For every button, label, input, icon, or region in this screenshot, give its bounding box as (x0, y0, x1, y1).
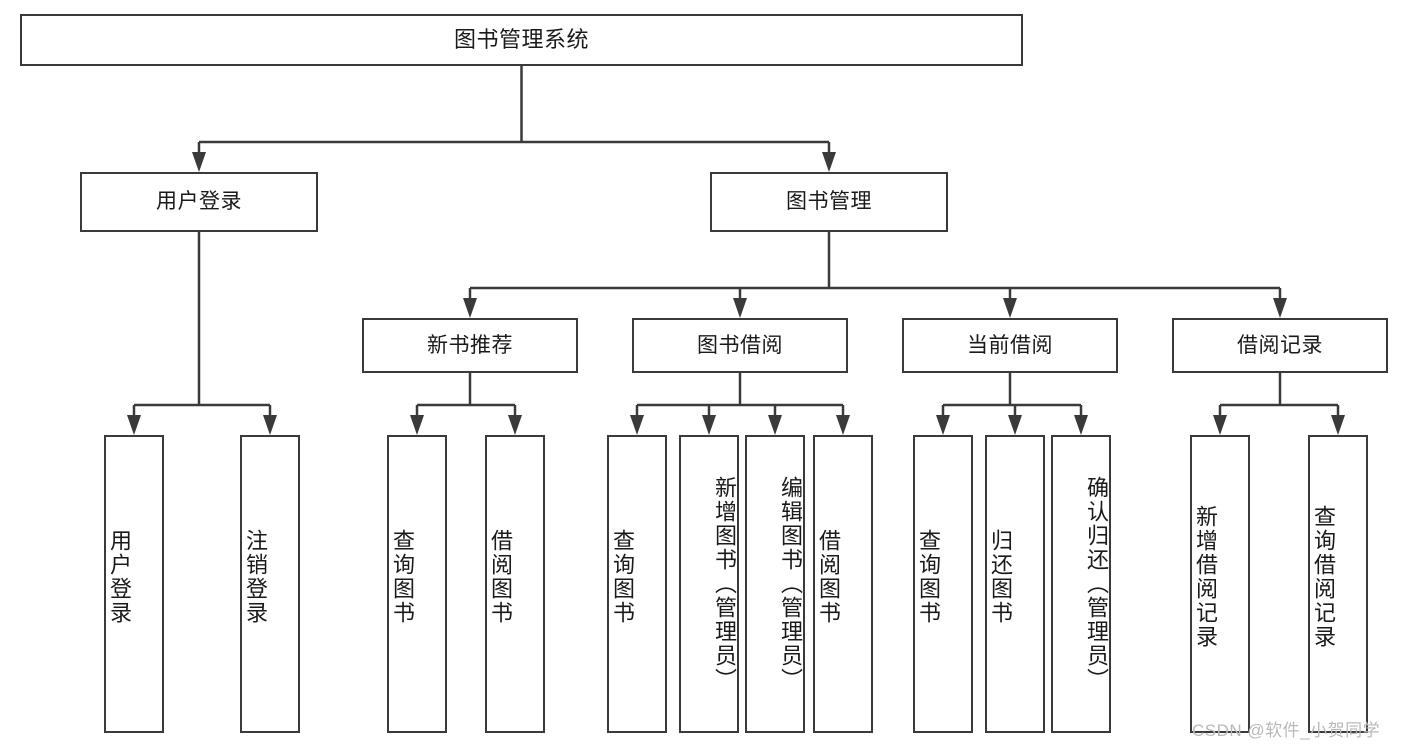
node-leaf-return-book[interactable]: 归还图书 (985, 435, 1045, 733)
node-leaf-query-book-3-label: 查询图书 (915, 529, 941, 625)
node-leaf-confirm-return[interactable]: 确认归还（管理员） (1051, 435, 1111, 733)
node-leaf-user-login-label: 用户登录 (106, 529, 132, 625)
node-leaf-add-record[interactable]: 新增借阅记录 (1190, 435, 1250, 733)
node-user-login-label: 用户登录 (156, 190, 242, 214)
node-root[interactable]: 图书管理系统 (20, 14, 1023, 66)
node-leaf-query-record[interactable]: 查询借阅记录 (1308, 435, 1368, 733)
node-leaf-confirm-return-label: 确认归还（管理员） (1084, 476, 1109, 692)
node-new-book-recommend-label: 新书推荐 (427, 333, 513, 357)
node-leaf-add-book[interactable]: 新增图书（管理员） (679, 435, 739, 733)
node-leaf-borrow-book-2-label: 借阅图书 (815, 529, 841, 625)
node-leaf-user-logout[interactable]: 注销登录 (240, 435, 300, 733)
node-user-login[interactable]: 用户登录 (80, 172, 318, 232)
node-current-borrow[interactable]: 当前借阅 (902, 318, 1118, 373)
node-leaf-borrow-book-1-label: 借阅图书 (487, 529, 513, 625)
node-leaf-borrow-book-2[interactable]: 借阅图书 (813, 435, 873, 733)
node-borrow-record[interactable]: 借阅记录 (1172, 318, 1388, 373)
node-leaf-add-record-label: 新增借阅记录 (1192, 505, 1218, 649)
node-leaf-return-book-label: 归还图书 (987, 529, 1013, 625)
node-leaf-borrow-book-1[interactable]: 借阅图书 (485, 435, 545, 733)
watermark-label: CSDN @软件_小贺同学 (1192, 721, 1381, 740)
node-new-book-recommend[interactable]: 新书推荐 (362, 318, 578, 373)
node-current-borrow-label: 当前借阅 (967, 333, 1053, 357)
node-book-manage-label: 图书管理 (786, 190, 872, 214)
node-leaf-user-logout-label: 注销登录 (242, 529, 268, 625)
node-leaf-query-book-2-label: 查询图书 (609, 529, 635, 625)
node-leaf-edit-book-label: 编辑图书（管理员） (778, 476, 803, 692)
node-leaf-query-book-2[interactable]: 查询图书 (607, 435, 667, 733)
node-leaf-query-record-label: 查询借阅记录 (1310, 505, 1336, 649)
node-book-borrow[interactable]: 图书借阅 (632, 318, 848, 373)
node-borrow-record-label: 借阅记录 (1237, 333, 1323, 357)
node-leaf-query-book-1[interactable]: 查询图书 (387, 435, 447, 733)
node-book-manage[interactable]: 图书管理 (710, 172, 948, 232)
node-leaf-user-login[interactable]: 用户登录 (104, 435, 164, 733)
node-leaf-add-book-label: 新增图书（管理员） (712, 476, 737, 692)
node-leaf-query-book-3[interactable]: 查询图书 (913, 435, 973, 733)
node-leaf-query-book-1-label: 查询图书 (389, 529, 415, 625)
node-root-label: 图书管理系统 (453, 26, 589, 52)
node-book-borrow-label: 图书借阅 (697, 333, 783, 357)
node-leaf-edit-book[interactable]: 编辑图书（管理员） (745, 435, 805, 733)
